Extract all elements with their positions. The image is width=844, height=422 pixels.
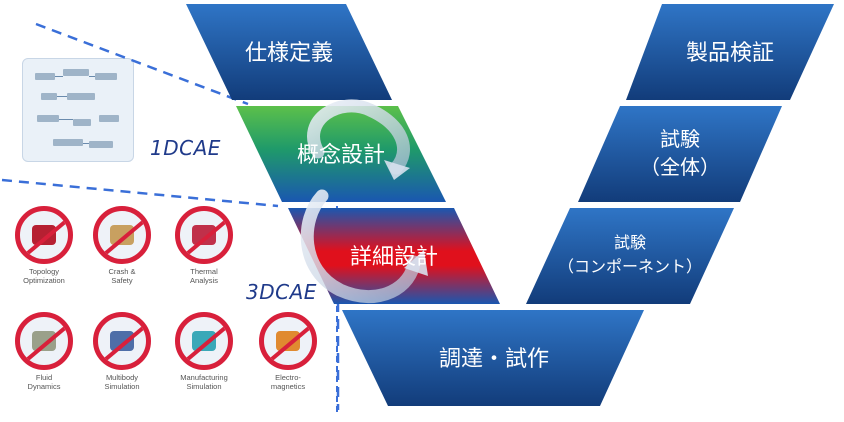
topology-icon <box>15 206 73 264</box>
tool-caption-line2: Simulation <box>104 382 140 391</box>
tool-electromagnetics: Electro-magnetics <box>250 312 326 391</box>
component-test-label: 試験 <box>614 233 646 252</box>
tool-caption-line2: magnetics <box>270 382 306 391</box>
1dcae-label: 1DCAE <box>150 136 221 160</box>
tool-caption-line2: Analysis <box>190 276 218 285</box>
multibody-icon <box>93 312 151 370</box>
3dcae-label: 3DCAE <box>246 280 317 304</box>
tool-caption-line2: Optimization <box>23 276 65 285</box>
thermal-icon <box>175 206 233 264</box>
tool-caption-line1: Crash & <box>108 267 136 276</box>
tool-caption-line1: Topology <box>28 267 60 276</box>
detail-design-box <box>288 208 500 304</box>
spec-definition-label: 仕様定義 <box>245 41 333 66</box>
system-test-box <box>578 106 782 202</box>
procurement-prototype-box <box>342 310 644 406</box>
tool-caption-line2: Safety <box>111 276 133 285</box>
detail-design-label: 詳細設計 <box>350 245 438 270</box>
tool-caption: Crash &Safety <box>84 267 160 285</box>
tool-caption-line1: Manufacturing <box>180 373 228 382</box>
component-test-box <box>526 208 734 304</box>
1dcae-leader-line-bottom <box>1 178 279 208</box>
manufacturing-icon <box>175 312 233 370</box>
product-verification-label: 製品検証 <box>686 41 774 66</box>
system-test-label: 試験 <box>660 127 700 151</box>
fluid-icon <box>15 312 73 370</box>
tool-caption-line1: Electro- <box>275 373 301 382</box>
tool-caption-line1: Multibody <box>105 373 139 382</box>
1dcae-block-diagram-thumbnail <box>22 58 134 162</box>
cycle-arrow-upper <box>307 99 410 175</box>
tool-caption-line1: Fluid <box>35 373 53 382</box>
tool-caption-line2: Dynamics <box>27 382 61 391</box>
system-test-sublabel: （全体） <box>640 155 720 179</box>
component-test-sublabel: （コンポーネント） <box>558 257 702 276</box>
cycle-arrow-lower <box>300 189 421 304</box>
tool-crash: Crash &Safety <box>84 206 160 285</box>
electromagnetics-icon <box>259 312 317 370</box>
tool-caption-line2: Simulation <box>186 382 222 391</box>
concept-design-label: 概念設計 <box>297 143 385 168</box>
1dcae-leader-line-top <box>35 22 249 106</box>
tool-caption-line1: Thermal <box>190 267 218 276</box>
spec-definition-box <box>186 4 392 100</box>
tool-caption: Electro-magnetics <box>250 373 326 391</box>
crash-icon <box>93 206 151 264</box>
product-verification-box <box>626 4 834 100</box>
procurement-prototype-label: 調達・試作 <box>439 347 549 372</box>
